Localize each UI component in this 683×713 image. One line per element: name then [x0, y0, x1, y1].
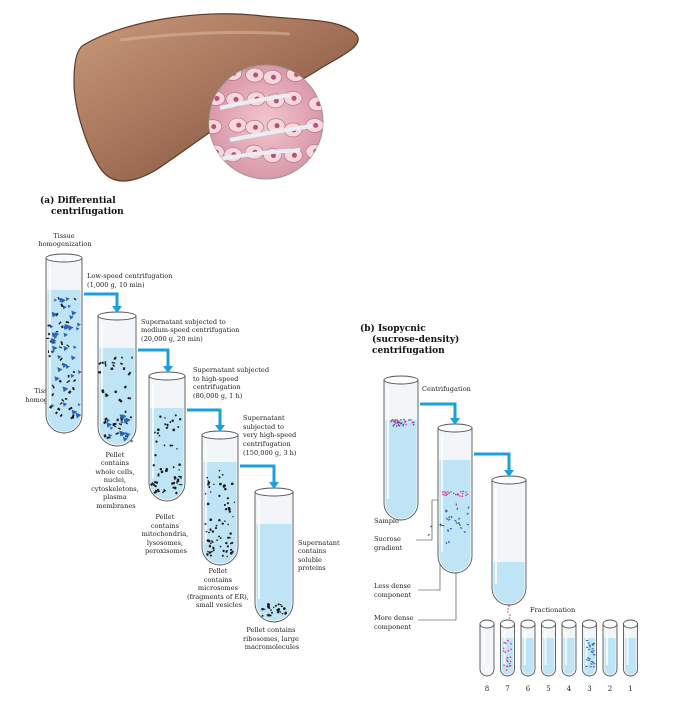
fraction-tube-5: [541, 619, 556, 677]
more-dense-band: [427, 503, 470, 545]
fraction-tube-3: [582, 619, 597, 677]
pellet4-label: Pellet contains ribosomes, large macromo…: [243, 626, 301, 651]
process-arrow-fractionate: [474, 452, 514, 477]
fraction-number-2: 2: [608, 685, 612, 693]
pellet1-label: Pellet contains whole cells, nuclei, cyt…: [91, 451, 141, 510]
step3-label: Supernatant subjected to high-speed cent…: [193, 366, 271, 400]
homogenate-particles: [46, 296, 82, 420]
process-arrow-2: [138, 348, 173, 373]
supernatant3-particles: [204, 469, 236, 539]
fraction-tube-2: [602, 619, 618, 677]
centrifugation-label: Centrifugation: [422, 385, 472, 393]
section-a-heading: (a) Differential centrifugation: [40, 195, 124, 217]
step1-label: Low-speed centrifugation (1,000 g, 10 mi…: [87, 272, 175, 289]
section-b-heading: (b) Isopycnic (sucrose-density) centrifu…: [360, 323, 462, 356]
pellet3-particles: [206, 539, 234, 558]
less-dense-band: [441, 490, 469, 498]
supernatant-final-label: Supernatant contains soluble proteins: [298, 539, 342, 572]
fraction-3-contents: [585, 640, 596, 668]
sample-band: [390, 418, 415, 427]
centrifuge-tube-4: [254, 487, 294, 623]
fraction-number-4: 4: [567, 685, 572, 693]
process-arrow-centrifuge: [420, 402, 460, 425]
fraction-tube-1: [623, 619, 638, 677]
fraction-number-1: 1: [628, 685, 632, 693]
tissue-homogenization-label: Tissue homogenization: [38, 232, 92, 248]
gradient-tube-after: [437, 423, 473, 574]
fraction-number-3: 3: [587, 685, 591, 693]
supernatant2-particles: [152, 414, 182, 473]
pellet2-label: Pellet contains mitochondria, lysosomes,…: [142, 513, 191, 555]
fraction-number-7: 7: [505, 685, 509, 693]
process-arrow-3: [187, 408, 225, 432]
more-dense-label: More dense component: [374, 614, 416, 631]
centrifuge-tube-1: [97, 311, 137, 447]
fraction-tube-8: [479, 619, 495, 677]
pellet2-particles: [149, 470, 183, 495]
step4-label: Supernatant subjected to very high-speed…: [242, 414, 298, 457]
process-arrow-4: [240, 464, 279, 489]
tube-being-fractionated: [491, 475, 527, 606]
pellet3-label: Pellet contains microsomes (fragments of…: [187, 567, 251, 609]
centrifuge-tube-3: [201, 430, 239, 566]
fraction-number-8: 8: [485, 685, 489, 693]
fraction-number-6: 6: [526, 685, 531, 693]
gradient-tube-before: [383, 375, 419, 521]
fraction-tube-4: [561, 619, 577, 677]
process-arrow-1: [84, 292, 122, 313]
sucrose-gradient-label: Sucrose gradient: [374, 535, 403, 552]
step2-label: Supernatant subjected to medium-speed ce…: [141, 318, 242, 343]
pellet4-particles: [261, 602, 288, 617]
less-dense-label: Less dense component: [374, 582, 413, 599]
fraction-tube-7: [500, 619, 515, 677]
fraction-7-contents: [502, 639, 512, 671]
fraction-tube-6: [520, 619, 536, 677]
pellet1-particles: [103, 414, 134, 443]
fractionation-label: Fractionation: [530, 606, 576, 614]
supernatant1-particles: [98, 356, 133, 414]
sample-label: Sample: [374, 517, 399, 525]
fraction-number-5: 5: [546, 685, 550, 693]
